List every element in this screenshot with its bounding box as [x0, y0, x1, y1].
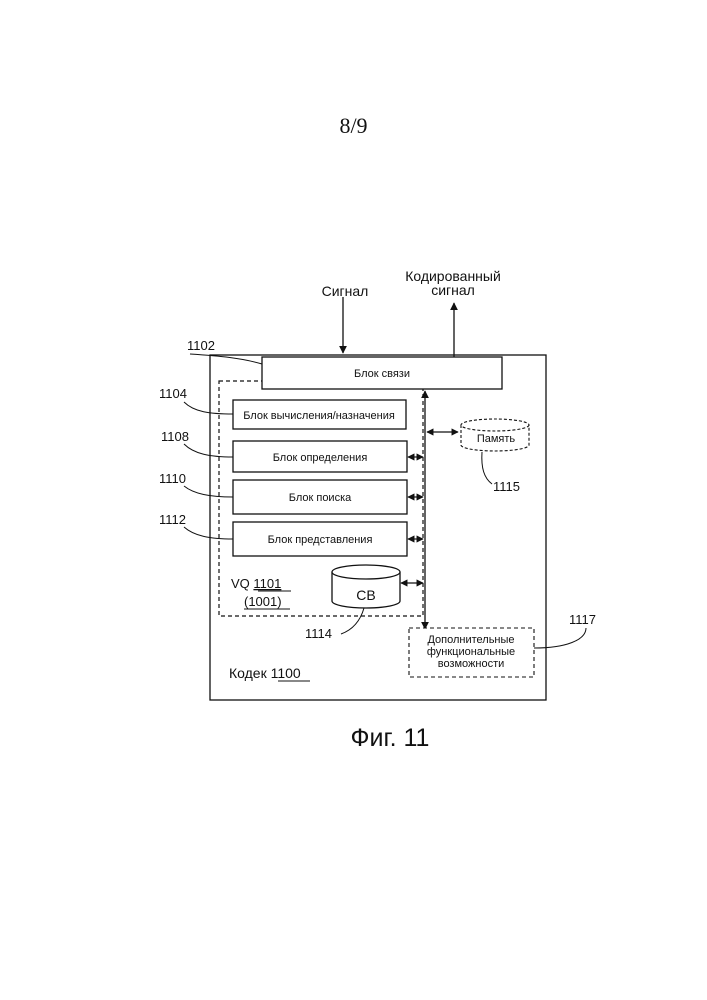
- determination-label: Блок определения: [273, 452, 368, 464]
- leader-1112: [184, 527, 233, 539]
- search-label: Блок поиска: [289, 492, 352, 504]
- extra-functions-label-3: возможности: [438, 658, 505, 670]
- vq-alt-ref: (1001): [244, 594, 282, 609]
- representation-label: Блок представления: [268, 534, 373, 546]
- vq-label: VQ 1101: [231, 576, 281, 591]
- leader-1115: [482, 452, 492, 484]
- leader-1108: [184, 444, 233, 457]
- codebook-label: CB: [356, 587, 375, 603]
- leader-1117: [534, 628, 586, 648]
- leader-1104: [184, 402, 233, 414]
- communication-label: Блок связи: [354, 368, 410, 380]
- codec-label: Кодек 1100: [229, 665, 301, 681]
- memory-label: Память: [477, 433, 516, 445]
- calc-assign-label: Блок вычисления/назначения: [243, 410, 395, 422]
- figure-caption: Фиг. 11: [0, 724, 707, 753]
- ref-1102: 1102: [187, 338, 215, 353]
- extra-functions-label-1: Дополнительные: [427, 634, 514, 646]
- input-signal-label: Сигнал: [322, 283, 369, 299]
- extra-functions-label-2: функциональные: [427, 646, 515, 658]
- vq-ref: 1101: [253, 576, 281, 591]
- ref-1110: 1110: [159, 471, 186, 486]
- leader-1114: [341, 608, 364, 634]
- ref-1112: 1112: [159, 512, 186, 527]
- leader-1110: [184, 486, 233, 497]
- codec-name: Кодек: [229, 665, 268, 681]
- ref-1114: 1114: [305, 626, 332, 641]
- ref-1108: 1108: [161, 429, 189, 444]
- output-signal-label-2: сигнал: [431, 282, 475, 298]
- codec-ref: 1100: [271, 665, 301, 681]
- ref-1104: 1104: [159, 386, 187, 401]
- ref-1117: 1117: [569, 612, 596, 627]
- vq-name: VQ: [231, 576, 250, 591]
- ref-1115: 1115: [493, 479, 520, 494]
